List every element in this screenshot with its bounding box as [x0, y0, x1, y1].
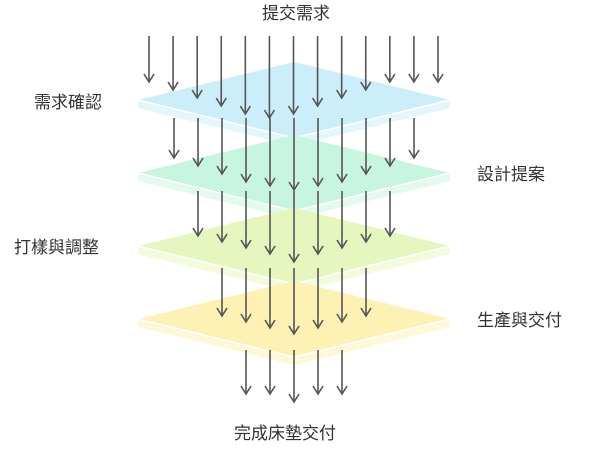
flow-arrow-head	[239, 105, 252, 116]
flow-arrow-head	[167, 81, 179, 92]
flow-arrow-head	[336, 239, 348, 250]
flow-arrow-head	[408, 73, 420, 84]
flow-arrow-head	[240, 239, 252, 250]
flow-arrow-head	[264, 385, 276, 396]
flow-arrow-head	[240, 173, 252, 184]
flow-arrow-head	[408, 149, 420, 160]
flow-arrow-head	[192, 157, 204, 168]
flow-arrow-head	[336, 385, 348, 396]
top-label: 提交需求	[262, 4, 330, 24]
layer-edge-requirements	[138, 100, 450, 146]
flow-arrow-head	[312, 385, 324, 396]
stage-label-prototype: 打樣與調整	[14, 238, 99, 258]
flow-arrow-head	[384, 227, 396, 238]
bottom-label: 完成床墊交付	[234, 424, 336, 444]
flow-arrow-head	[432, 73, 444, 84]
flow-arrow-head	[335, 89, 348, 100]
flow-arrow-head	[312, 177, 324, 188]
flow-arrow-head	[216, 233, 228, 244]
stage-label-production: 生產與交付	[477, 311, 562, 331]
flow-arrow-head	[288, 181, 300, 192]
flow-arrow-head	[311, 97, 324, 108]
flow-arrow-head	[312, 319, 324, 330]
layer-edge-design	[138, 173, 450, 219]
flow-arrow-head	[216, 307, 228, 318]
flow-arrow-head	[360, 165, 372, 176]
flow-arrow-head	[288, 393, 300, 404]
flow-arrow-head	[191, 89, 203, 100]
layer-edge-prototype	[138, 246, 450, 292]
flow-arrow-head	[287, 105, 300, 116]
flow-arrow-head	[192, 227, 204, 238]
stage-label-requirements: 需求確認	[34, 93, 102, 113]
flow-arrow-head	[288, 253, 300, 264]
flow-arrows	[143, 36, 444, 404]
layer-edge-production	[138, 319, 450, 365]
flow-arrow-head	[384, 73, 396, 84]
flow-arrow-head	[168, 149, 180, 160]
flow-arrow-head	[336, 313, 348, 324]
flow-arrow-head	[360, 233, 372, 244]
flow-arrow-head	[360, 81, 372, 92]
flow-arrow-head	[360, 307, 372, 318]
flow-arrow-head	[264, 245, 276, 256]
flow-arrow-head	[216, 165, 228, 176]
stage-layers	[137, 62, 451, 365]
flow-arrow-head	[240, 313, 252, 324]
flow-arrow-head	[336, 173, 348, 184]
flow-arrow-head	[215, 97, 227, 108]
flow-arrow-head	[384, 157, 396, 168]
flow-arrow-head	[312, 245, 324, 256]
flow-arrow-head	[240, 385, 252, 396]
stage-label-design: 設計提案	[477, 165, 545, 185]
flow-arrow-head	[288, 325, 300, 336]
flow-arrow-head	[264, 177, 276, 188]
flow-arrow-head	[143, 73, 155, 84]
flow-arrow-head	[264, 319, 276, 330]
